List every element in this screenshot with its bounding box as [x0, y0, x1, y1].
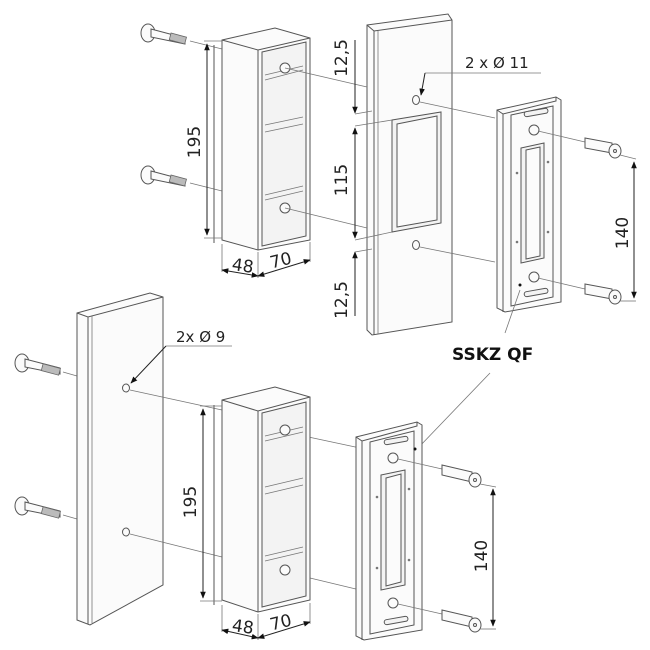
dim-12-5-top: 12,5: [332, 39, 352, 77]
dim-195-bottom: 195: [181, 486, 201, 518]
post-plate-top: [366, 13, 453, 336]
callout-hole-9: 2x Ø 9: [176, 328, 225, 346]
dim-12-5-bottom: 12,5: [332, 281, 352, 319]
dim-48-top: 48: [231, 255, 255, 278]
bolt-bottom-1: [14, 353, 78, 377]
dim-70-bottom: 70: [268, 611, 294, 636]
dim-48-bottom: 48: [231, 616, 255, 639]
bracket-top: [213, 27, 311, 251]
bolt-bottom-2: [14, 496, 78, 520]
bolt-top-1: [140, 23, 223, 50]
dim-140-top: 140: [613, 217, 633, 249]
dim-195-top: 195: [185, 126, 205, 158]
callout-hole-11: 2 x Ø 11: [465, 54, 529, 72]
bottom-assembly: 2x Ø 9 195 48 70: [14, 292, 497, 641]
dim-115: 115: [332, 164, 352, 196]
screw-top-2: [584, 283, 622, 305]
screw-bottom-2: [441, 609, 482, 633]
bracket-bottom: [213, 386, 311, 613]
keeper-plate-bottom: [355, 421, 423, 641]
screw-top-1: [584, 137, 622, 159]
top-assembly: 195 48 70: [140, 13, 637, 336]
keeper-plate-top: [496, 96, 562, 313]
product-label: SSKZ QF: [452, 345, 533, 365]
post-plate-bottom: [76, 292, 164, 626]
dim-70-top: 70: [268, 249, 294, 274]
bolt-top-2: [140, 165, 223, 192]
screw-bottom-1: [441, 464, 482, 488]
dim-140-bottom: 140: [472, 540, 492, 572]
